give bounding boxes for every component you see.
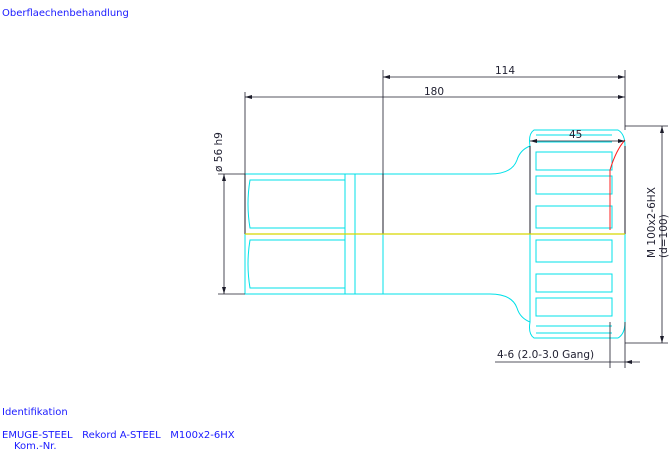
identification-label: Identifikation: [2, 407, 68, 418]
product-line: EMUGE-STEEL Rekord A-STEEL M100x2-6HX: [2, 430, 235, 441]
dimension-thread-diameter: (d=100): [658, 214, 670, 258]
dimension-lines: [218, 70, 668, 368]
dimension-chamfer: 4-6 (2.0-3.0 Gang): [497, 349, 594, 361]
dimension-shank-diameter: ø 56 h9: [213, 132, 225, 172]
neck: [383, 145, 531, 175]
surface-treatment-label: Oberflaechenbehandlung: [2, 8, 129, 19]
dimension-180: 180: [424, 86, 444, 98]
commission-label: Kom.-Nr.: [14, 441, 57, 452]
profile-edges: [244, 146, 626, 234]
thread-start-line: [609, 139, 626, 230]
dimension-114: 114: [495, 65, 515, 77]
dimension-45: 45: [569, 129, 582, 141]
dimension-thread-spec: M 100x2-6HX: [646, 187, 658, 258]
